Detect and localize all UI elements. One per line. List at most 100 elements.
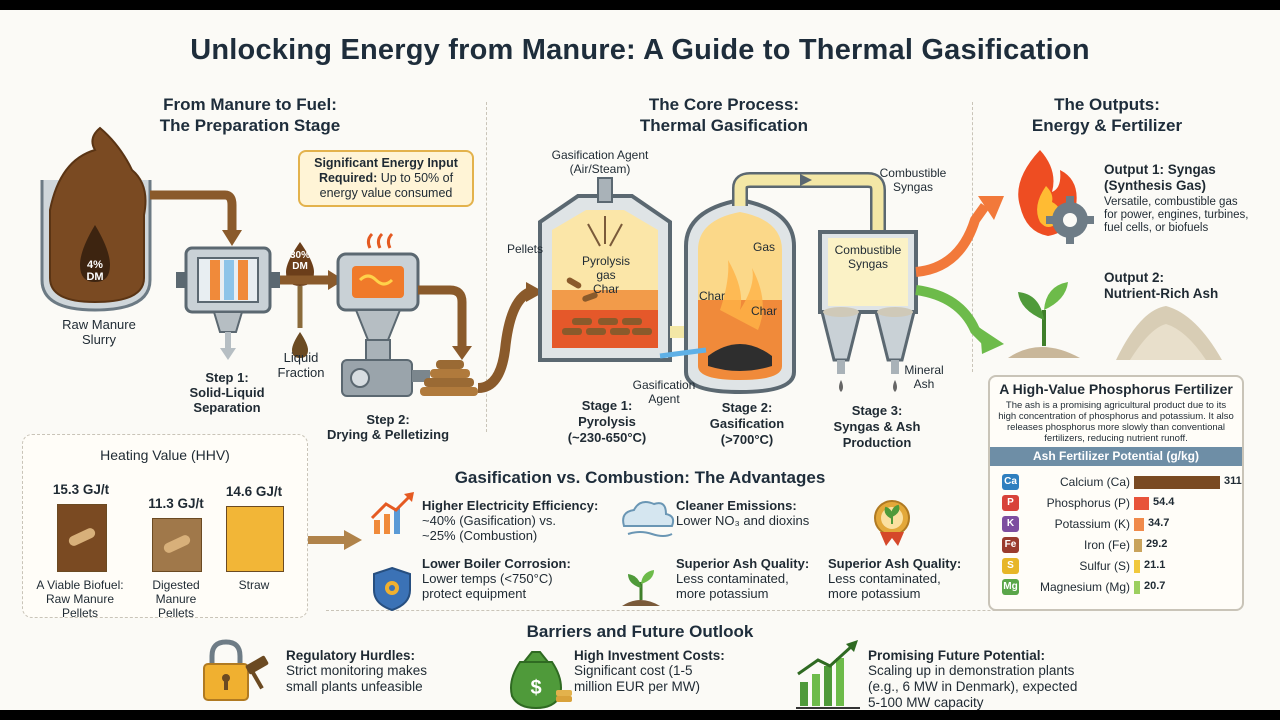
mineral-ash-label: Mineral Ash <box>898 363 950 391</box>
ash-fertilizer-panel: A High-Value Phosphorus Fertilizer The a… <box>988 375 1244 611</box>
advantages-title: Gasification vs. Combustion: The Advanta… <box>454 468 826 487</box>
callout-text: Up to 50% of energy value consumed <box>319 171 454 200</box>
output1-title1: Output 1: Syngas <box>1104 162 1216 177</box>
output1-desc: Versatile, combustible gas for power, en… <box>1104 196 1249 234</box>
barrier-desc2: (e.g., 6 MW in Denmark), expected <box>868 679 1078 694</box>
stage1-line1: Stage 1: <box>581 398 633 413</box>
infographic-page: Unlocking Energy from Manure: A Guide to… <box>0 10 1280 710</box>
prep-heading-line1: From Manure to Fuel: <box>163 95 337 114</box>
step1-line1: Step 1: <box>205 370 249 385</box>
output1-block: Output 1: Syngas (Synthesis Gas) Versati… <box>1104 162 1254 235</box>
ash-value-label: 311 <box>1224 475 1242 487</box>
char2-label: Char <box>750 304 777 318</box>
ash-bar <box>1134 539 1142 552</box>
stage2-line3: (>700°C) <box>720 432 774 447</box>
dm4-badge: 4% DM <box>80 259 110 283</box>
mineral-ash-line1: Mineral <box>904 363 944 377</box>
hhv-bar-1 <box>152 518 202 572</box>
ash-chart-title: Ash Fertilizer Potential (g/kg) <box>990 447 1242 466</box>
ash-value-label: 34.7 <box>1148 517 1170 529</box>
barrier-title: Promising Future Potential: <box>868 648 1046 663</box>
main-title: Unlocking Energy from Manure: A Guide to… <box>190 34 1090 66</box>
pellet-pile-icon <box>420 360 478 396</box>
divider-left <box>486 102 487 432</box>
pyrolysis-inside-line1: Pyrolysis <box>581 254 630 268</box>
step2-line1: Step 2: <box>366 412 410 427</box>
advantage-item-1: Cleaner Emissions:Lower NO₃ and dioxins <box>676 498 846 528</box>
hhv-bar-2 <box>226 506 284 572</box>
pyrolysis-reactor-icon <box>538 177 672 362</box>
barrier-title: High Investment Costs: <box>574 648 725 663</box>
hhv-value-0: 15.3 GJ/t <box>52 482 110 497</box>
advantage-title: Lower Boiler Corrosion: <box>422 556 571 571</box>
raw-manure-line2: Slurry <box>82 332 116 347</box>
dm4-value: 4% <box>87 259 103 271</box>
advantage-desc2: ~25% (Combustion) <box>422 528 538 543</box>
barrier-item-0: Regulatory Hurdles:Strict monitoring mak… <box>286 648 486 695</box>
gas-label: Gas <box>752 240 775 254</box>
ash-value-label: 21.1 <box>1144 559 1166 571</box>
shield-gear-icon <box>373 566 411 612</box>
liquid-line2: Fraction <box>277 365 325 380</box>
stage2-line1: Stage 2: <box>721 400 773 415</box>
combustible-inside-line1: Combustible <box>834 243 902 257</box>
ash-category-label: Iron (Fe) <box>1083 538 1130 552</box>
barrier-desc2: small plants unfeasible <box>286 679 423 694</box>
barrier-desc2: million EUR per MW) <box>574 679 701 694</box>
pyrolysis-inside-label: Pyrolysis gas Char <box>574 254 638 296</box>
advantage-item-4: Superior Ash Quality:Less contaminated,m… <box>828 556 978 601</box>
prep-heading-line2: The Preparation Stage <box>159 116 341 135</box>
cloud-emissions-icon <box>622 501 675 537</box>
step1-line3: Separation <box>193 400 261 415</box>
element-symbol-badge: Fe <box>1002 537 1019 553</box>
stage3-line2: Syngas & Ash <box>833 419 921 434</box>
sprout-soil-icon <box>622 570 660 606</box>
advantage-desc2: more potassium <box>676 586 769 601</box>
money-bag-icon: $ <box>510 651 572 710</box>
advantage-desc1: ~40% (Gasification) vs. <box>422 513 557 528</box>
advantage-desc1: Less contaminated, <box>676 571 789 586</box>
lock-gavel-icon <box>203 639 269 701</box>
raw-manure-label: Raw Manure Slurry <box>40 317 158 347</box>
stage1-label: Stage 1: Pyrolysis (~230-650°C) <box>552 398 662 446</box>
advantage-title: Superior Ash Quality: <box>676 556 810 571</box>
step2-line2: Drying & Pelletizing <box>326 427 450 442</box>
step1-label: Step 1: Solid-Liquid Separation <box>172 370 282 415</box>
stage3-label: Stage 3: Syngas & Ash Production <box>822 403 932 451</box>
dm30-badge: 30% DM <box>286 250 314 272</box>
pellets-label: Pellets <box>506 242 544 256</box>
gasification-reactor-icon <box>684 197 796 395</box>
ash-category-label: Sulfur (S) <box>1079 559 1130 573</box>
hhv-value-2: 14.6 GJ/t <box>225 484 283 499</box>
barrier-desc1: Strict monitoring makes <box>286 663 428 678</box>
barrier-desc3: 5-100 MW capacity <box>868 695 984 710</box>
barrier-item-2: Promising Future Potential:Scaling up in… <box>868 648 1118 710</box>
efficiency-chart-icon <box>370 492 414 534</box>
hhv-title: Heating Value (HHV) <box>100 447 230 463</box>
liquid-line1: Liquid <box>283 350 319 365</box>
quality-badge-icon <box>874 500 910 546</box>
dollar-sign-icon: $ <box>530 677 541 699</box>
ash-category-label: Calcium (Ca) <box>1059 475 1130 489</box>
outputs-heading-line2: Energy & Fertilizer <box>1031 116 1183 135</box>
stage1-line3: (~230-650°C) <box>567 430 647 445</box>
plant-sprout-icon <box>1008 282 1080 358</box>
outputs-heading-line1: The Outputs: <box>1054 95 1160 114</box>
stage2-label: Stage 2: Gasification (>700°C) <box>692 400 802 448</box>
barrier-desc1: Significant cost (1-5 <box>574 663 693 678</box>
agent-top-label: Gasification Agent (Air/Steam) <box>540 148 660 176</box>
advantage-item-3: Superior Ash Quality:Less contaminated,m… <box>676 556 826 601</box>
output2-title1: Output 2: <box>1104 270 1164 285</box>
hhv-label-2: Straw <box>238 578 270 592</box>
ash-desc: The ash is a promising agricultural prod… <box>998 400 1234 444</box>
hhv-label-1: Digested Manure Pellets <box>152 578 200 620</box>
char1-label: Char <box>698 289 725 303</box>
section-heading-prep: From Manure to Fuel: The Preparation Sta… <box>120 94 380 136</box>
liquid-fraction-label: Liquid Fraction <box>266 350 336 380</box>
